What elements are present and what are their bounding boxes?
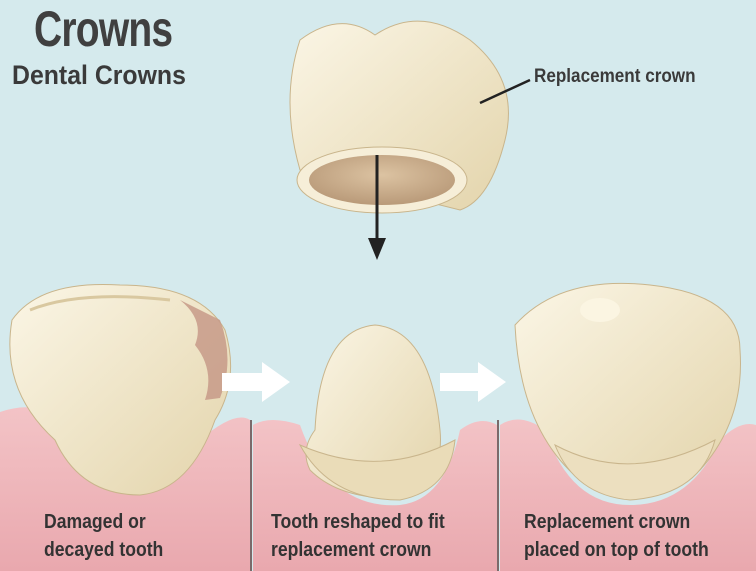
caption-line: decayed tooth xyxy=(44,539,164,561)
step-caption-reshaped: Tooth reshaped to fit replacement crown xyxy=(271,508,445,564)
arrow-right-icon xyxy=(440,362,506,402)
replacement-crown xyxy=(289,20,509,214)
page-title: Crowns xyxy=(34,1,173,57)
caption-line: Tooth reshaped to fit xyxy=(271,511,445,533)
caption-line: replacement crown xyxy=(271,539,432,561)
arrow-right-icon xyxy=(222,362,290,402)
caption-line: placed on top of tooth xyxy=(524,539,709,561)
crowned-tooth xyxy=(514,282,741,501)
reshaped-tooth xyxy=(298,324,456,501)
page-subtitle: Dental Crowns xyxy=(12,60,186,90)
arrow-down-icon xyxy=(368,238,386,260)
step-caption-crowned: Replacement crown placed on top of tooth xyxy=(524,508,709,564)
caption-line: Damaged or xyxy=(44,511,146,533)
caption-line: Replacement crown xyxy=(524,511,691,533)
gum-panel-3 xyxy=(500,419,756,571)
step-caption-damaged: Damaged or decayed tooth xyxy=(44,508,163,564)
replacement-crown-label: Replacement crown xyxy=(534,66,696,87)
damaged-tooth xyxy=(9,283,232,496)
leader-line xyxy=(479,78,531,105)
